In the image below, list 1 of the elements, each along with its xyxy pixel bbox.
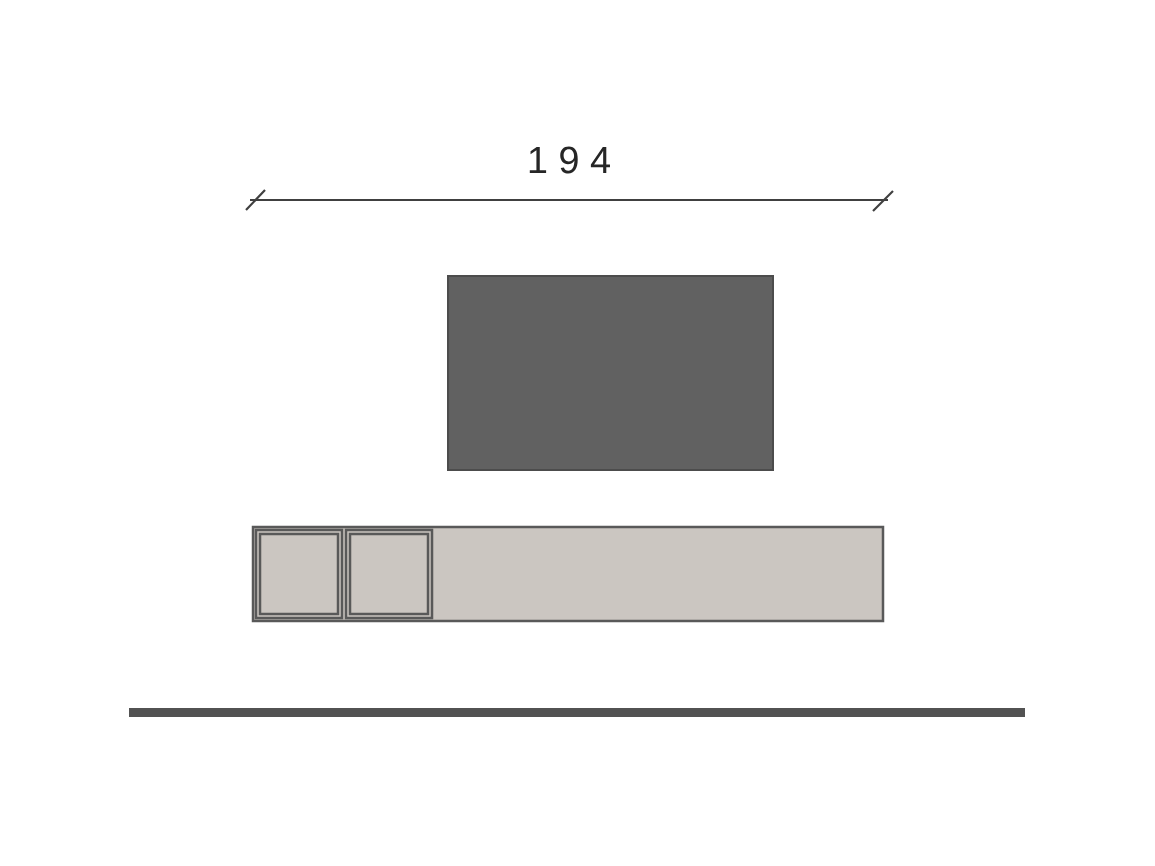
dimension-label: 1 9 4 (529, 146, 610, 174)
